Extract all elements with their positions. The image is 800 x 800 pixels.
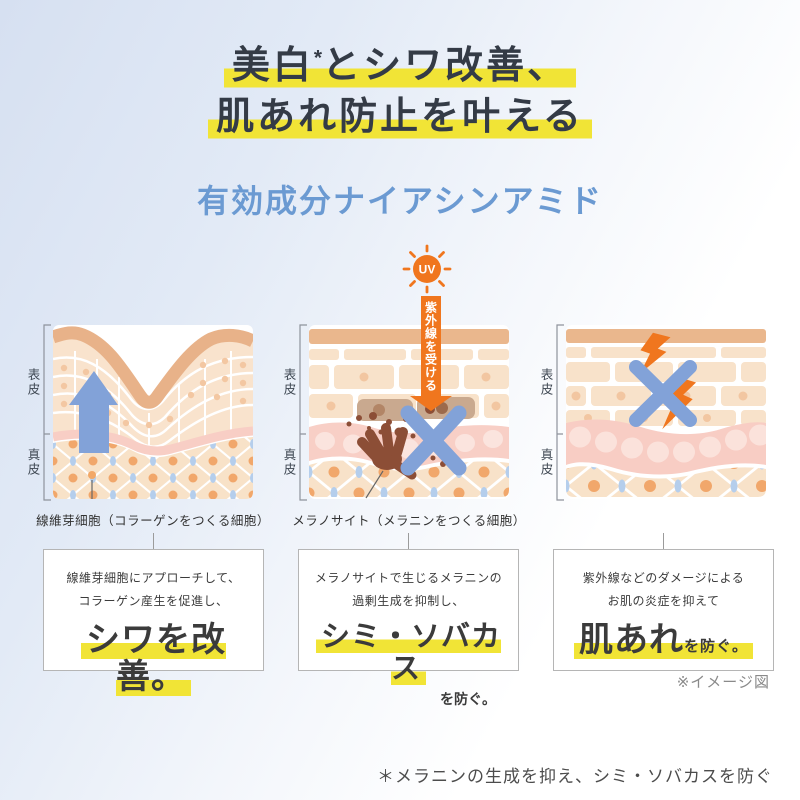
epidermis-label: 表皮 — [281, 367, 296, 397]
layer-bracket — [43, 324, 51, 501]
benefit-box-spots: メラノサイトで生じるメラニンの 過剰生成を抑制し、 シミ・ソバカス を防ぐ。 — [298, 549, 519, 707]
benefit-text: メラノサイトで生じるメラニンの 過剰生成を抑制し、 — [314, 571, 503, 609]
skin-diagram-wrinkle — [53, 325, 253, 499]
layer-bracket — [556, 324, 564, 501]
uv-sun-label: UV — [419, 263, 436, 277]
caption-fibroblast: 線維芽細胞（コラーゲンをつくる細胞） — [36, 514, 270, 528]
up-arrow-icon — [69, 371, 118, 453]
uv-arrow-label: 紫外線を受ける — [423, 300, 438, 392]
image-disclaimer: ※イメージ図 — [676, 674, 770, 691]
layer-bracket — [299, 324, 307, 501]
dermis-label: 真皮 — [281, 447, 296, 477]
benefit-highlight: 肌あれを防ぐ。 — [554, 620, 773, 659]
page-title: 美白*とシワ改善、 肌あれ防止を叶える — [0, 43, 800, 149]
benefit-text: 線維芽細胞にアプローチして、 コラーゲン産生を促進し、 — [66, 571, 241, 609]
benefit-suffix: を防ぐ。 — [440, 690, 496, 707]
benefit-highlight: シミ・ソバカス — [299, 620, 518, 686]
title-line1-post: とシワ改善、 — [322, 45, 569, 87]
benefit-highlight: シワを改善。 — [44, 620, 263, 697]
caption-pointer-line — [365, 470, 384, 499]
cross-icon — [400, 405, 467, 476]
uv-arrow-head-icon — [410, 396, 452, 411]
connector-line — [663, 533, 664, 550]
connector-line — [408, 533, 409, 550]
cross-icon — [629, 360, 697, 427]
title-asterisk: * — [313, 46, 323, 70]
skin-diagram-spots — [309, 325, 509, 499]
title-line-2: 肌あれ防止を叶える — [0, 94, 800, 140]
title-line-1: 美白*とシワ改善、 — [0, 43, 800, 89]
benefit-box-wrinkle: 線維芽細胞にアプローチして、 コラーゲン産生を促進し、 シワを改善。 — [43, 549, 264, 697]
title-line1-pre: 美白 — [231, 45, 314, 87]
dermis-label: 真皮 — [25, 447, 40, 477]
dermis-label: 真皮 — [538, 447, 553, 477]
benefit-suffix: を防ぐ。 — [683, 637, 748, 655]
uv-arrow-icon — [421, 296, 441, 397]
benefit-text: 紫外線などのダメージによる お肌の炎症を抑えて — [582, 571, 745, 609]
uv-sun-icon: UV — [402, 244, 452, 294]
epidermis-label: 表皮 — [538, 367, 553, 397]
fibroblast-dot — [88, 471, 96, 479]
epidermis-label: 表皮 — [25, 367, 40, 397]
connector-line — [153, 533, 154, 550]
benefit-box-roughness: 紫外線などのダメージによる お肌の炎症を抑えて 肌あれを防ぐ。 — [553, 549, 774, 671]
footnote: ＊メラニンの生成を抑え、シミ・ソバカスを防ぐ — [377, 767, 773, 786]
caption-melanocyte: メラノサイト（メラニンをつくる細胞） — [292, 514, 526, 528]
subtitle-ingredient: 有効成分ナイアシンアミド — [196, 183, 604, 219]
skin-diagram-roughness — [566, 325, 766, 499]
